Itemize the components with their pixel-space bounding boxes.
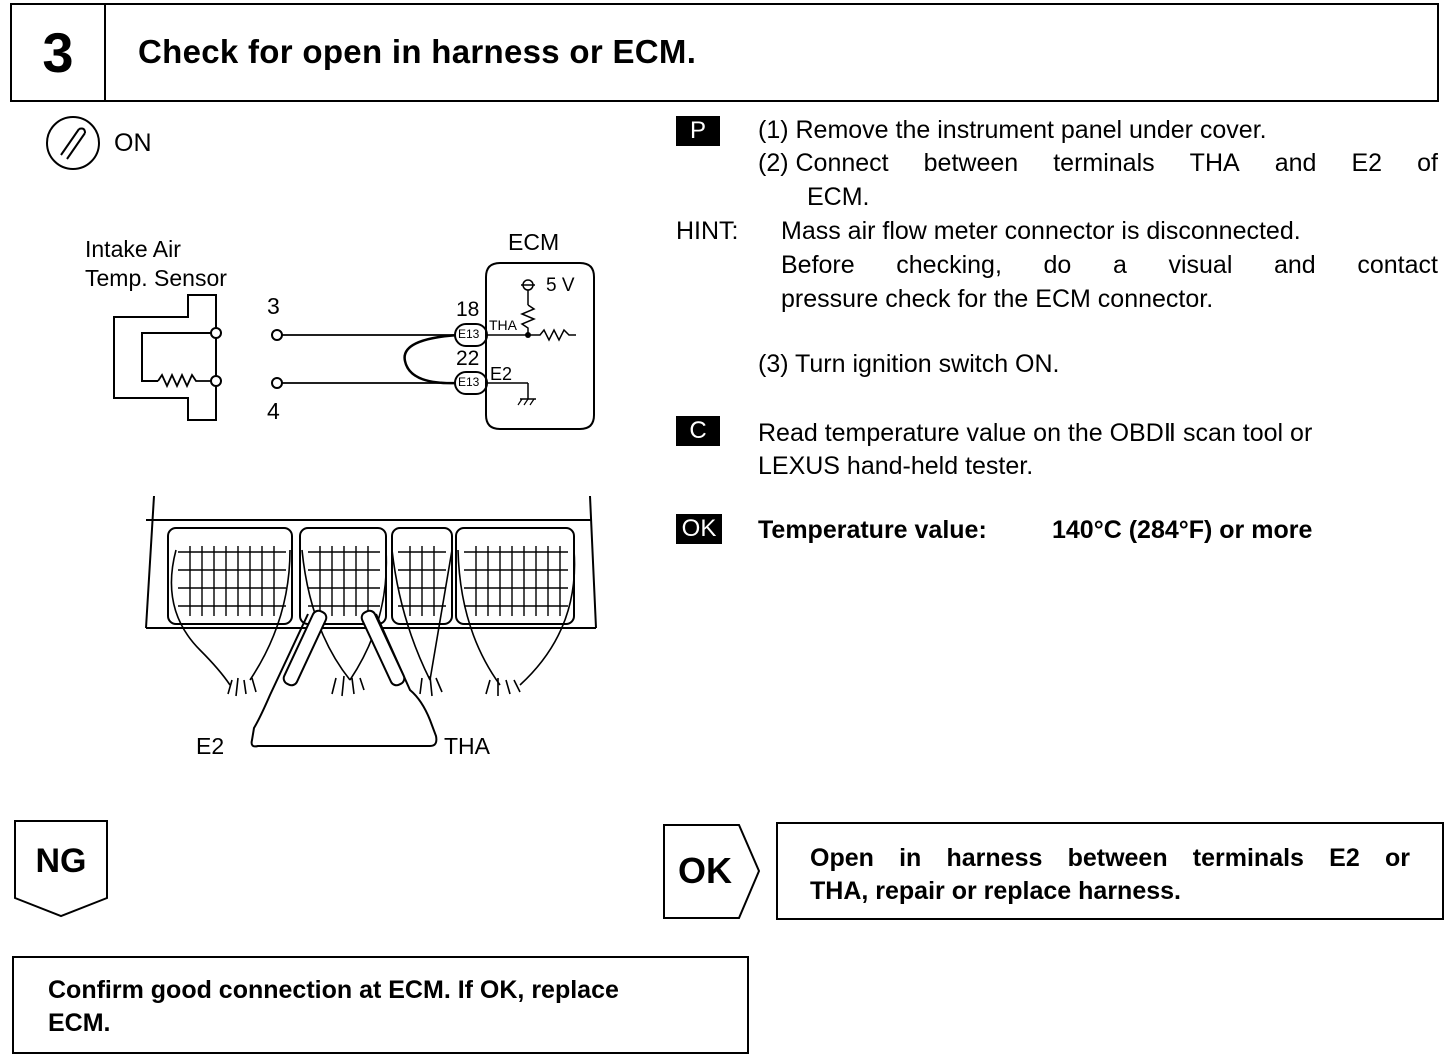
ok-result-line2: THA, repair or replace harness.	[810, 877, 1181, 905]
terminal-3	[271, 329, 283, 341]
terminal-3-label: 3	[267, 293, 280, 319]
ok-criteria-value: 140°C (284°F) or more	[1052, 516, 1313, 544]
ecm-label: ECM	[508, 229, 560, 255]
ecm-connector-illustration	[145, 495, 597, 748]
connector-e13-b: E13	[458, 375, 480, 389]
hint-line3: pressure check for the ECM connector.	[781, 285, 1214, 313]
pin-22-label: 22	[456, 347, 480, 370]
probe-wires	[250, 613, 438, 748]
step-header: 3 Check for open in harness or ECM.	[10, 3, 1439, 102]
check-badge: C	[676, 416, 720, 446]
ok-label: OK	[678, 850, 732, 891]
check-line2: LEXUS hand-held tester.	[758, 452, 1034, 480]
ok-tag-shape	[663, 824, 761, 919]
ignition-label: ON	[114, 129, 152, 157]
hint-label: HINT:	[676, 217, 739, 245]
sensor-label-line2: Temp. Sensor	[85, 265, 227, 291]
probe-e2-label: E2	[196, 733, 225, 759]
procedure-step3: (3) Turn ignition switch ON.	[758, 350, 1060, 378]
pin-18-label: 18	[456, 298, 480, 321]
probe-tha-label: THA	[444, 733, 490, 759]
procedure-step2-line2: ECM.	[807, 183, 870, 211]
step-title: Check for open in harness or ECM.	[138, 33, 697, 70]
ng-result-line1: Confirm good connection at ECM. If OK, r…	[48, 976, 619, 1004]
jumper-wire	[403, 333, 459, 385]
signal-e2-label: E2	[490, 364, 513, 384]
ecm-box	[485, 262, 595, 430]
connector-e13-a: E13	[458, 327, 480, 341]
ng-result-line2: ECM.	[48, 1009, 111, 1037]
ok-badge: OK	[676, 514, 722, 544]
prep-badge: P	[676, 116, 720, 146]
ng-tag-shape	[14, 820, 108, 918]
sensor-housing	[113, 294, 217, 421]
check-line1: Read temperature value on the OBDⅡ scan …	[758, 419, 1313, 447]
terminal-4-label: 4	[267, 398, 280, 424]
step-number: 3	[12, 5, 106, 100]
ignition-switch-icon	[46, 116, 100, 170]
signal-tha-label: THA	[489, 317, 517, 333]
ok-criteria-label: Temperature value:	[758, 516, 987, 544]
thermistor-symbol	[157, 372, 212, 389]
ng-label: NG	[35, 842, 87, 880]
procedure-step1: (1) Remove the instrument panel under co…	[758, 116, 1267, 144]
supply-5v-label: 5 V	[546, 275, 575, 296]
terminal-4	[271, 377, 283, 389]
circuit-diagram	[113, 262, 595, 430]
ng-result-box: Confirm good connection at ECM. If OK, r…	[12, 956, 749, 1054]
sensor-label-line1: Intake Air	[85, 236, 181, 262]
hint-line1: Mass air flow meter connector is disconn…	[781, 217, 1301, 245]
